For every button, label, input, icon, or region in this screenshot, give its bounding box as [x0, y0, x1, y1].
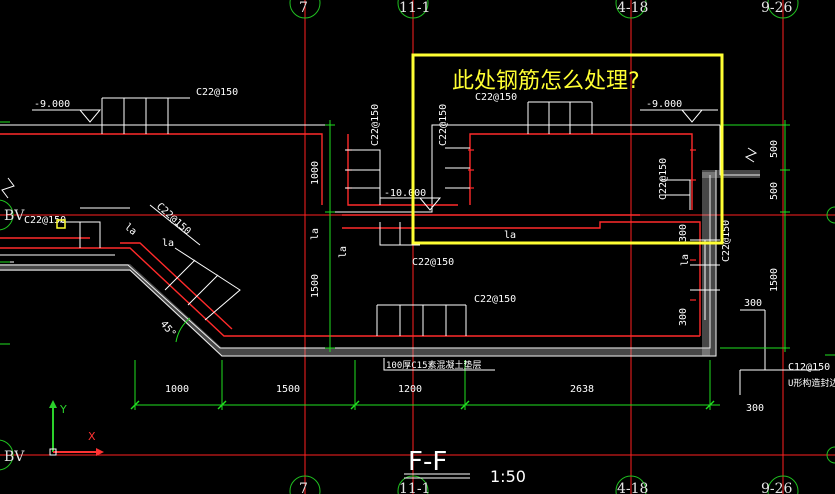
rebar-label-bottom-center: C22@150 — [474, 294, 516, 305]
rebar-label-vertical-left: C22@150 — [370, 104, 381, 146]
axis-label-top-9-26: 9-26 — [761, 0, 793, 16]
rebar-label-vertical-right: C22@150 — [658, 158, 669, 200]
lap-label-1: la — [122, 222, 138, 238]
rebar-leaders — [60, 97, 820, 395]
dim-300-d: 300 — [746, 403, 764, 414]
dim-r500-b: 500 — [769, 182, 780, 200]
rebar-label-mid-bottom: C22@150 — [412, 257, 454, 268]
dimension-ticks — [130, 400, 715, 410]
lap-label-2: la — [162, 238, 174, 249]
dim-r500-a: 500 — [769, 140, 780, 158]
rebar-label-vertical-far-right: C22@150 — [721, 220, 732, 262]
dim-angle: 45° — [158, 319, 178, 340]
ucs-icon — [49, 400, 104, 456]
elevation-right: -9.000 — [646, 99, 682, 110]
rebar-label-c12: C12@150 — [788, 362, 830, 373]
dim-h1500: 1500 — [276, 384, 300, 395]
dim-300-b: 300 — [678, 308, 689, 326]
dim-300-a: 300 — [678, 224, 689, 242]
elevation-markers — [32, 109, 718, 211]
cushion-leader — [383, 358, 495, 371]
dim-r1500: 1500 — [769, 268, 780, 292]
axis-label-top-4-18: 4-18 — [617, 0, 648, 16]
dim-300-c: 300 — [744, 298, 762, 309]
elevation-center: -10.000 — [384, 188, 426, 199]
note-cushion: 100厚C15素混凝土垫层 — [386, 359, 482, 371]
axis-label-top-7: 7 — [299, 0, 308, 16]
lap-label-5: la — [504, 230, 516, 241]
dim-v1500: 1500 — [310, 274, 321, 298]
note-u-bar: U形构造封边 — [788, 377, 835, 389]
axis-label-bv-bottom: BV — [4, 449, 25, 465]
lap-label-4: la — [338, 246, 349, 258]
lap-label-3: la — [310, 228, 321, 240]
elevation-left: -9.000 — [34, 99, 70, 110]
ucs-x-label: X — [88, 430, 96, 443]
axis-label-bottom-4-18: 4-18 — [617, 481, 648, 494]
axis-label-top-11-1: 11-1 — [399, 0, 430, 16]
lap-label-6: la — [680, 254, 691, 266]
axis-label-bottom-7: 7 — [299, 481, 308, 494]
ucs-y-label: Y — [59, 403, 67, 416]
rebar-label-top-center: C22@150 — [475, 92, 517, 103]
rebar-label-vertical-mid: C22@150 — [438, 104, 449, 146]
rebar-ticks — [346, 149, 696, 301]
annotation-box[interactable] — [411, 53, 724, 245]
section-title: F-F — [408, 447, 447, 477]
axis-label-bv-top: BV — [4, 208, 25, 224]
dim-h1200: 1200 — [398, 384, 422, 395]
dim-h2638: 2638 — [570, 384, 594, 395]
dim-h1000: 1000 — [165, 384, 189, 395]
annotation-question: 此处钢筋怎么处理? — [452, 69, 640, 94]
rebar-label-top-left: C22@150 — [196, 87, 238, 98]
dim-v1000: 1000 — [310, 161, 321, 185]
rebar-label-diagonal: C22@150 — [154, 201, 193, 237]
axis-label-bottom-9-26: 9-26 — [761, 481, 793, 494]
rebar-label-left-horizontal: C22@150 — [24, 215, 66, 226]
rebar-lines — [0, 133, 701, 337]
dimension-lines — [0, 120, 835, 410]
section-scale: 1:50 — [490, 467, 526, 486]
selection-grip[interactable] — [56, 219, 66, 229]
axis-label-bottom-11-1: 11-1 — [399, 481, 430, 494]
